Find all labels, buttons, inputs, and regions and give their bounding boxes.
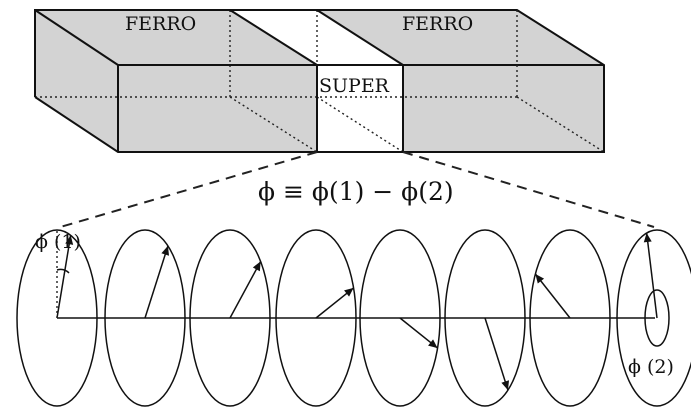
phase-arrow	[534, 273, 571, 319]
phase-ring	[529, 229, 611, 407]
ferro-left-label: FERRO	[125, 13, 196, 35]
super-label: SUPER	[319, 75, 390, 97]
phase-rings	[16, 229, 691, 407]
phase-ring	[616, 229, 691, 407]
phase-arrowhead	[501, 380, 510, 391]
phase-arrow	[229, 261, 262, 319]
phase-arrow	[56, 235, 72, 319]
phi-1-label: ϕ (1)	[35, 231, 81, 253]
block-top-face-right	[317, 10, 604, 65]
projection-line-left	[56, 151, 318, 229]
phase-arrowhead	[535, 274, 545, 284]
phase-difference-equation: ϕ ≡ ϕ(1) − ϕ(2)	[258, 177, 454, 206]
block-top-face-left	[35, 10, 317, 65]
ferro-left-front	[118, 65, 317, 152]
phase-arrowhead	[344, 287, 354, 297]
phi-1-angle-arc	[56, 268, 70, 274]
phase-ring	[359, 229, 441, 407]
phase-arrow	[144, 245, 169, 319]
phi-2-label: ϕ (2)	[628, 356, 674, 378]
phase-arrow	[484, 317, 509, 391]
phase-arrowhead	[65, 235, 74, 245]
phase-arrowhead	[161, 245, 170, 256]
phase-arrowhead	[428, 339, 438, 349]
phase-ring	[104, 229, 186, 407]
phase-ring	[189, 229, 271, 407]
phase-ring	[16, 229, 98, 407]
ferro-right-front	[403, 65, 604, 152]
super-front	[317, 65, 403, 152]
inner-ring-phi-2	[644, 289, 670, 347]
phase-ring	[444, 229, 526, 407]
junction-block: FERRO FERRO SUPER	[34, 9, 605, 153]
block-top-face-super	[230, 10, 403, 65]
phase-ring	[275, 229, 357, 407]
ferro-right-label: FERRO	[402, 13, 473, 35]
phase-arrowhead	[643, 232, 652, 243]
block-left-side-face	[35, 10, 118, 152]
phase-arrow	[645, 232, 658, 319]
phase-arrowhead	[252, 261, 261, 272]
projection-line-right	[402, 151, 655, 228]
